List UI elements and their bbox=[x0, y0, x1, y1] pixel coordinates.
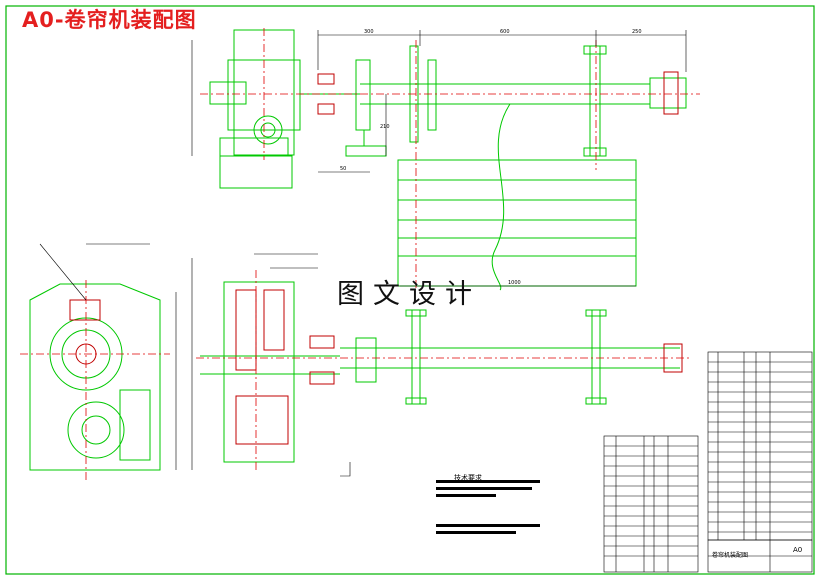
top-view-centerlines bbox=[200, 28, 700, 290]
top-view bbox=[209, 29, 687, 291]
side-view bbox=[29, 283, 161, 471]
technical-notes bbox=[436, 480, 540, 534]
dim-250: 250 bbox=[632, 29, 642, 35]
gearbox-section-body bbox=[223, 281, 295, 463]
dim-1000: 1000 bbox=[508, 280, 521, 286]
curtain-panel bbox=[397, 159, 637, 287]
section-view-centerlines bbox=[196, 270, 690, 470]
sheet-border bbox=[5, 5, 815, 575]
dim-50: 50 bbox=[340, 166, 346, 172]
side-view-dimensions bbox=[39, 243, 177, 470]
drawing-title: A0-卷帘机装配图 bbox=[22, 8, 197, 32]
section-view-dimensions bbox=[191, 253, 318, 470]
title-block-sheet-size: A0 bbox=[793, 546, 803, 554]
dim-600: 600 bbox=[500, 29, 510, 35]
dim-300: 300 bbox=[364, 29, 374, 35]
top-view-dimensions bbox=[191, 30, 687, 287]
title-block-name: 卷帘机装配图 bbox=[712, 552, 749, 559]
side-view-centerlines bbox=[20, 280, 170, 480]
dim-210: 210 bbox=[380, 124, 390, 130]
technical-requirements-title: 技术要求 bbox=[454, 474, 482, 482]
parts-list-right bbox=[707, 351, 813, 573]
parts-list-left bbox=[603, 435, 699, 573]
watermark: 图文设计 bbox=[337, 279, 481, 310]
side-view-housing bbox=[29, 283, 161, 471]
surface-mark bbox=[340, 462, 351, 477]
